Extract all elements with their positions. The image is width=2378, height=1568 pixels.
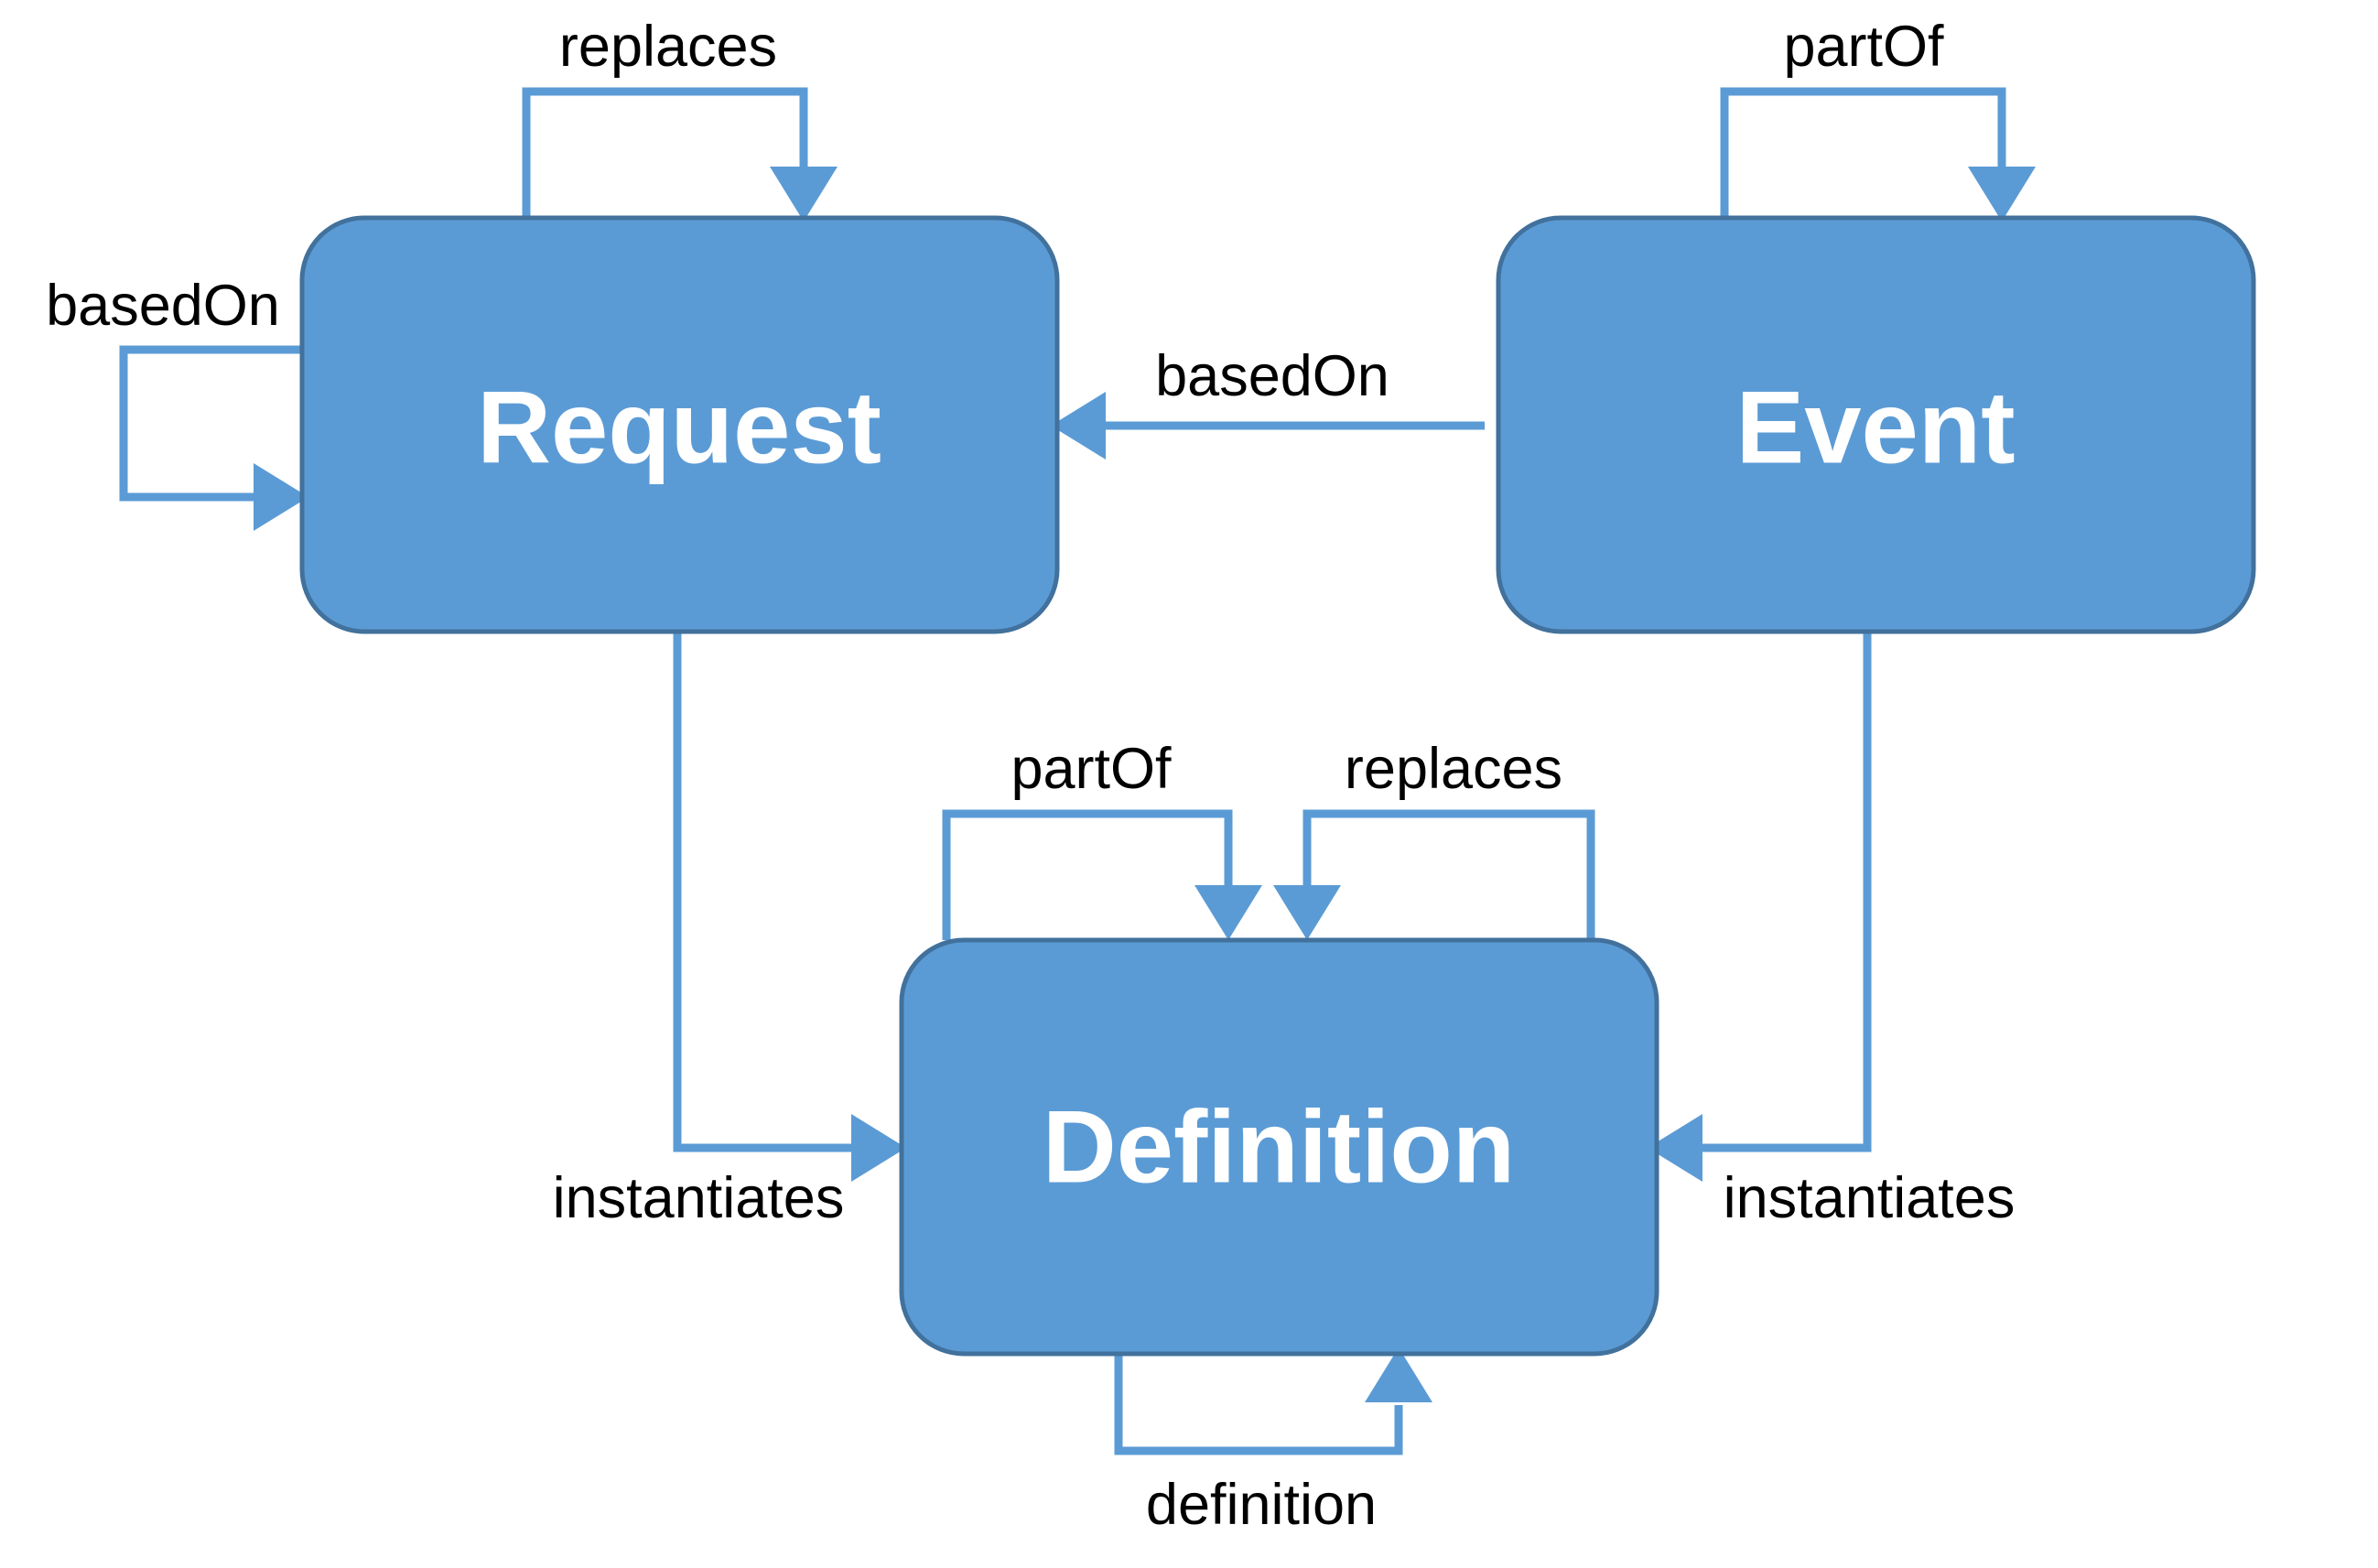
node-request-shape[interactable]: [299, 215, 1060, 634]
edge-request-basedon: basedOn: [46, 274, 308, 531]
edge-event-partof: partOf: [1720, 15, 2036, 222]
node-event[interactable]: Event: [1496, 215, 2256, 634]
edge-event-instantiates-line: [1698, 632, 1872, 1152]
node-definition-shape[interactable]: [899, 937, 1659, 1357]
edge-event-basedon-request: basedOn: [1051, 344, 1485, 460]
edge-label-event-basedon-request: basedOn: [1155, 344, 1389, 408]
edge-definition-replaces: replaces: [1273, 737, 1595, 940]
edge-label-definition-definition: definition: [1146, 1473, 1377, 1537]
edge-label-request-basedon: basedOn: [46, 274, 280, 338]
edge-label-definition-partof: partOf: [1011, 737, 1172, 801]
edge-definition-partof-line: [942, 809, 1233, 940]
node-event-shape[interactable]: [1496, 215, 2256, 634]
node-request[interactable]: Request: [299, 215, 1060, 634]
node-request-label: Request: [477, 371, 881, 485]
edge-definition-replaces-arrowhead: [1273, 885, 1341, 940]
edge-definition-definition: definition: [1114, 1347, 1432, 1537]
node-definition-label: Definition: [1043, 1090, 1515, 1205]
edge-label-request-instantiates: instantiates: [553, 1166, 845, 1230]
edge-definition-partof: partOf: [942, 737, 1262, 940]
edge-event-instantiates: instantiates: [1648, 632, 2015, 1230]
edge-definition-definition-arrowhead: [1365, 1347, 1432, 1402]
edge-request-instantiates-arrowhead: [851, 1114, 906, 1182]
node-definition[interactable]: Definition: [899, 937, 1659, 1357]
edge-event-instantiates-arrowhead: [1648, 1114, 1702, 1182]
edge-request-basedon-line: [119, 345, 302, 502]
edge-label-request-replaces: replaces: [559, 15, 777, 79]
edge-definition-replaces-line: [1302, 809, 1595, 940]
edge-label-event-instantiates: instantiates: [1724, 1166, 2016, 1230]
edge-request-replaces-arrowhead: [770, 167, 838, 222]
edge-definition-definition-line: [1114, 1352, 1403, 1455]
edge-definition-partof-arrowhead: [1194, 885, 1262, 940]
edge-event-partof-line: [1720, 87, 2006, 218]
node-event-label: Event: [1736, 371, 2016, 485]
edge-request-instantiates: instantiates: [553, 632, 906, 1230]
edge-request-replaces: replaces: [522, 15, 838, 222]
edge-label-definition-replaces: replaces: [1345, 737, 1562, 801]
edge-request-replaces-line: [522, 87, 808, 218]
edge-label-event-partof: partOf: [1783, 15, 1944, 79]
edge-request-instantiates-line: [673, 632, 856, 1152]
edge-event-basedon-request-arrowhead: [1051, 392, 1106, 460]
edge-event-partof-arrowhead: [1968, 167, 2036, 222]
edge-request-basedon-arrowhead: [254, 463, 308, 531]
